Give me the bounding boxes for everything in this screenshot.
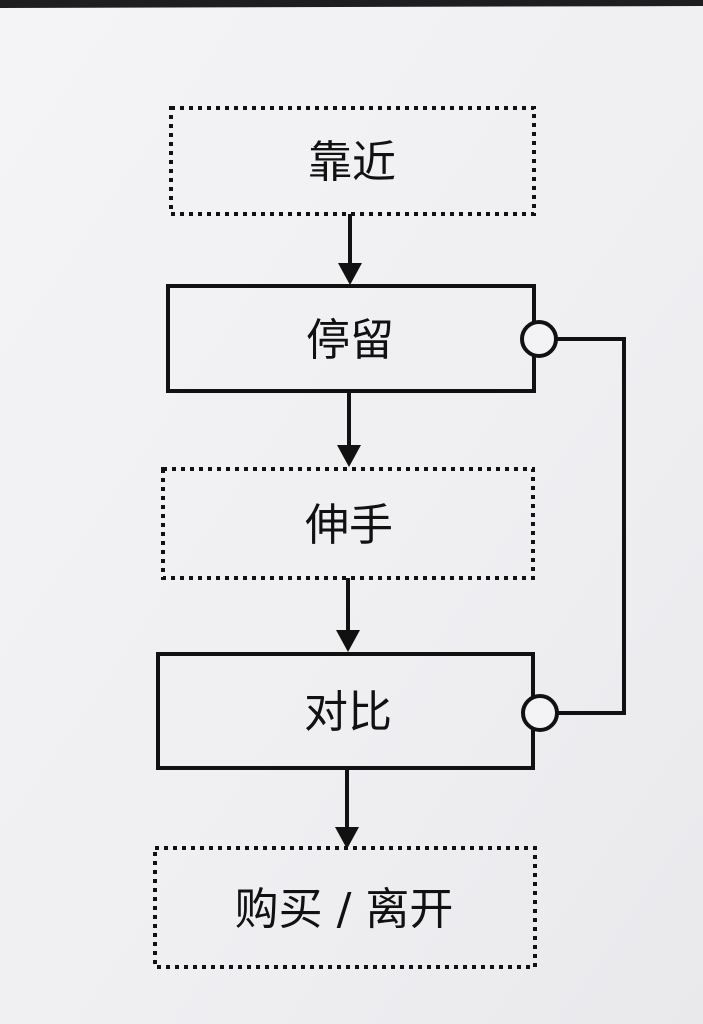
node-approach-box [169, 106, 536, 216]
connector-circle-compare [521, 694, 559, 732]
connector-circle-stay [520, 320, 558, 358]
loop-line [556, 337, 626, 715]
node-buy-leave: 购买 / 离开 [153, 846, 537, 969]
node-buy-leave-box [153, 846, 537, 969]
node-approach: 靠近 [169, 106, 536, 216]
arrow-stay-to-reach [337, 391, 361, 467]
node-reach-label: 伸手 [305, 500, 393, 551]
loop-connector-stay-compare [520, 320, 626, 732]
node-compare-label: 对比 [304, 687, 392, 738]
arrow-compare-to-buy-leave [335, 768, 359, 849]
node-reach-box [161, 467, 535, 580]
arrow-reach-to-compare [336, 578, 360, 652]
node-stay-label: 停留 [306, 315, 394, 366]
node-reach: 伸手 [161, 467, 535, 580]
node-approach-label: 靠近 [308, 137, 396, 188]
node-buy-leave-label: 购买 / 离开 [235, 884, 454, 935]
arrow-approach-to-stay [338, 214, 362, 285]
